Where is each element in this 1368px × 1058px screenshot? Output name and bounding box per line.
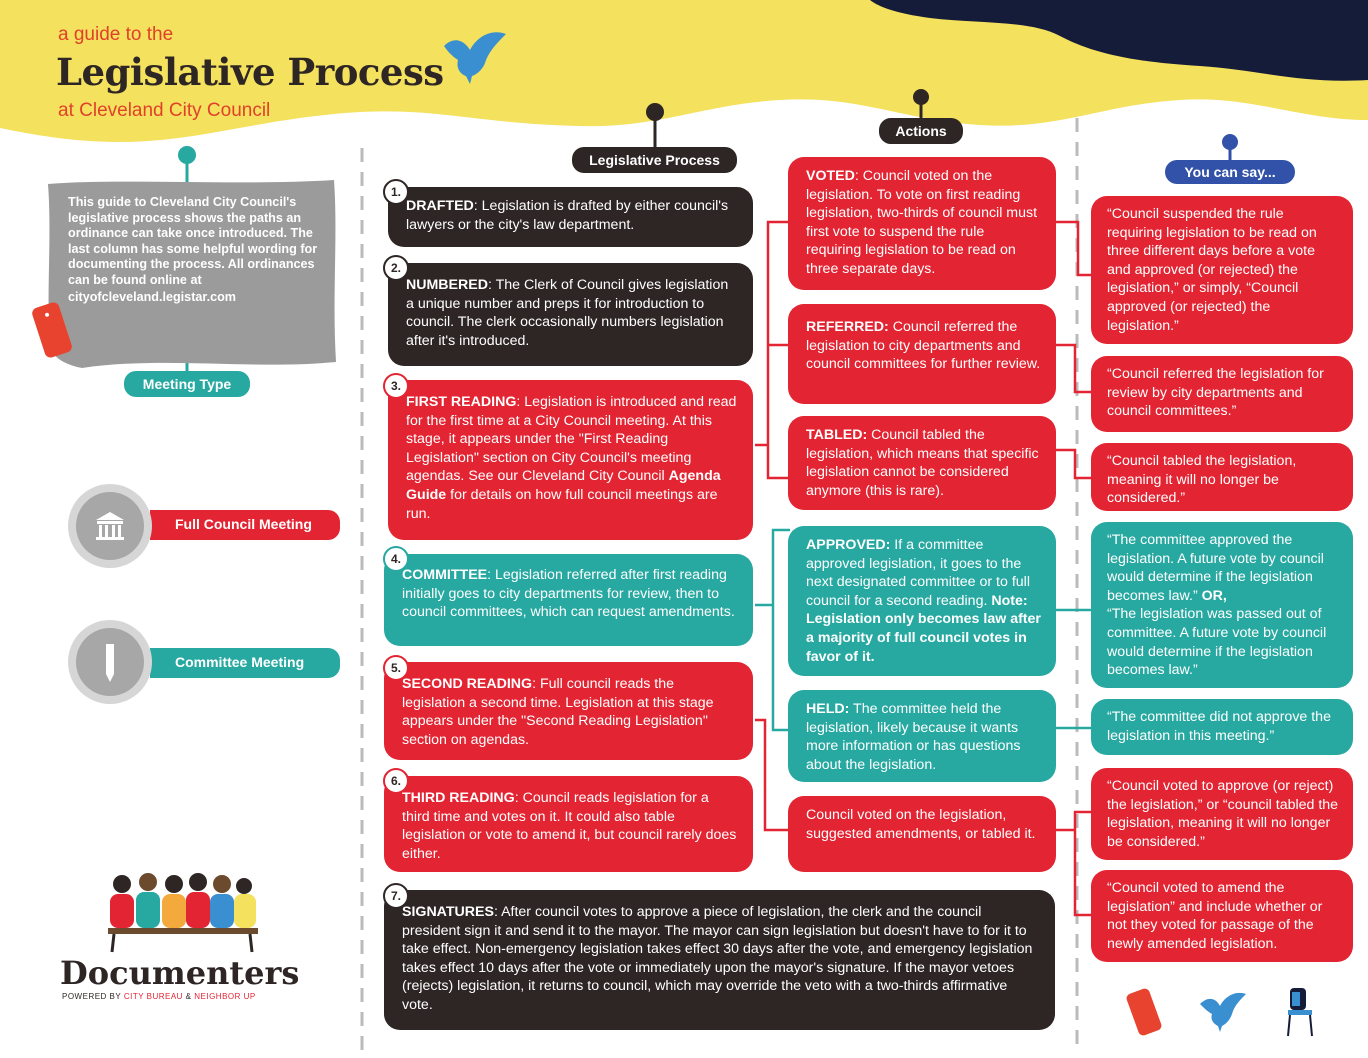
action-heading: APPROVED: [806,537,891,553]
agenda-guide-link[interactable]: Agenda Guide [406,468,721,503]
phone-icon [32,302,72,358]
action-referred: REFERRED: Council referred the legislati… [788,304,1056,404]
action-text: The committee held the legislation, like… [806,701,1021,773]
step-heading: SECOND READING [402,676,533,692]
say-voted: “Council suspended the rule requiring le… [1091,196,1353,344]
intro-blob [48,180,336,368]
action-tabled: TABLED: Council tabled the legislation, … [788,416,1056,510]
action-heading: TABLED: [806,427,868,443]
page-title: Legislative Process [56,50,444,94]
intro-paragraph: This guide to Cleveland City Council's l… [68,195,318,287]
step-number: 7. [383,883,409,909]
action-heading: VOTED [806,168,855,184]
say-or: OR, [1197,587,1227,604]
action-heading: HELD: [806,701,850,717]
say-tabled: “Council tabled the legislation, meaning… [1091,443,1353,511]
step-text: : Council reads legislation for a third … [402,790,737,862]
step-heading: COMMITTEE [402,567,488,583]
header-pre-title: a guide to the [58,24,174,45]
full-council-badge [150,510,340,540]
say-approved: “The committee approved the legislation.… [1091,522,1353,688]
action-text: Council referred the legislation to city… [806,319,1041,373]
brand-powered-by: POWERED BY CITY BUREAU & NEIGHBOR UP [62,992,256,1001]
legislative-process-label: Legislative Process [572,147,737,173]
step-text: : Legislation is drafted by either counc… [406,198,729,233]
step-heading: THIRD READING [402,790,515,806]
meeting-type-label: Meeting Type [124,371,250,397]
action-heading: REFERRED: [806,319,889,335]
partner-city-bureau: CITY BUREAU [123,992,183,1001]
step-third-reading: THIRD READING: Council reads legislation… [384,776,753,872]
step-heading: SIGNATURES [402,904,494,920]
step-text: for details on how full council meetings… [406,486,718,522]
action-approved: APPROVED: If a committee approved legisl… [788,526,1056,676]
step-second-reading: SECOND READING: Full council reads the l… [384,662,753,760]
brand-name: Documenters [60,954,300,992]
step-text: : Legislation is introduced and read for… [406,394,737,485]
step-text: : Legislation referred after first readi… [402,567,735,621]
bird-icon [444,32,506,84]
action-text: If a committee approved legislation, it … [806,537,1030,609]
step-text: : After council votes to approve a piece… [402,904,1033,1013]
action-text: Council tabled the legislation, which me… [806,427,1039,499]
partner-neighbor-up: NEIGHBOR UP [194,992,256,1001]
action-held: HELD: The committee held the legislation… [788,690,1056,782]
people-illustration [108,873,258,953]
step-signatures: SIGNATURES: After council votes to appro… [384,890,1055,1030]
step-number: 3. [383,373,409,399]
step-committee: COMMITTEE: Legislation referred after fi… [384,554,753,646]
step-heading: DRAFTED [406,198,474,214]
step-numbered: NUMBERED: The Clerk of Council gives leg… [388,263,753,366]
say-held: “The committee did not approve the legis… [1091,699,1353,755]
say-referred: “Council referred the legislation for re… [1091,356,1353,432]
say-council-voted: “Council voted to approve (or reject) th… [1091,768,1353,860]
step-number: 2. [383,255,409,281]
step-number: 5. [383,655,409,681]
committee-label: Committee Meeting [175,654,305,670]
step-text: : Full council reads the legislation a s… [402,676,714,748]
step-text: : The Clerk of Council gives legislation… [406,277,729,349]
say-option-b: “The legislation was passed out of commi… [1107,606,1327,679]
bird-icon [1200,992,1246,1032]
legistar-link[interactable]: cityofcleveland.legistar.com [68,290,236,304]
header-subtitle: at Cleveland City Council [58,100,271,121]
step-number: 4. [383,546,409,572]
step-heading: NUMBERED [406,277,488,293]
action-text: : Council voted on the legislation. To v… [806,168,1038,277]
powered-prefix: POWERED BY [62,992,124,1001]
chair-icon [1287,988,1313,1037]
step-number: 1. [383,179,409,205]
phone-icon [1126,988,1162,1036]
intro-text: This guide to Cleveland City Council's l… [68,195,323,306]
you-can-say-label: You can say... [1165,160,1295,184]
committee-badge [150,648,340,678]
step-first-reading: FIRST READING: Legislation is introduced… [388,380,753,540]
say-option-a: “The committee approved the legislation.… [1107,532,1324,604]
capitol-building-icon [68,484,152,568]
actions-label: Actions [879,118,963,144]
action-voted: VOTED: Council voted on the legislation.… [788,157,1056,290]
say-amended: “Council voted to amend the legislation”… [1091,870,1353,962]
pen-icon [68,620,152,704]
step-drafted: DRAFTED: Legislation is drafted by eithe… [388,187,753,247]
amp: & [182,992,195,1001]
step-number: 6. [383,768,409,794]
action-text: Council voted on the legislation, sugges… [806,807,1036,842]
step-heading: FIRST READING [406,394,517,410]
action-note: Note: Legislation only becomes law after… [806,592,1041,665]
action-council-voted: Council voted on the legislation, sugges… [788,796,1056,872]
full-council-label: Full Council Meeting [175,516,312,532]
